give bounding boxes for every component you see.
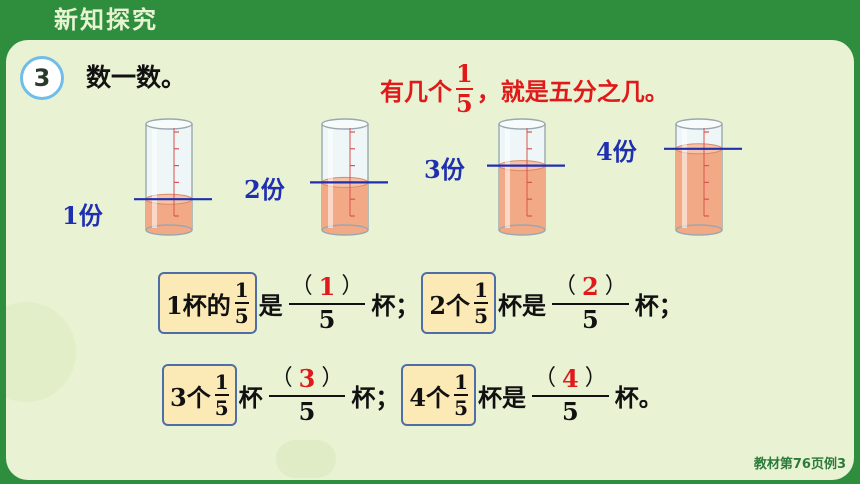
answer-denominator: 5: [298, 396, 316, 426]
glass-highlight: [682, 128, 687, 228]
equation-box: 1杯的 1 5: [158, 272, 257, 334]
answer-numerator: 4: [562, 364, 579, 394]
decorative-cloud: [276, 440, 336, 478]
equation-text: 杯是: [497, 290, 546, 320]
fraction-denominator: 5: [454, 396, 468, 420]
answer-denominator: 5: [582, 304, 599, 334]
fraction-denominator: 5: [234, 304, 249, 328]
equation-box: 2个 1 5: [421, 272, 496, 334]
equation-row-1: 1杯的 1 5 是 （ 1 ） 5 杯； 2个 1 5: [158, 268, 685, 338]
box-prefix: 4个: [409, 382, 451, 412]
glass-base: [498, 224, 546, 236]
answer-fraction: （ 3 ） 5: [268, 364, 346, 426]
fraction-bar: [551, 302, 629, 305]
equation-text: 杯；: [371, 290, 420, 320]
paren-open: （: [553, 274, 576, 300]
answer-fraction: （ 2 ） 5: [551, 272, 629, 334]
fraction-denominator: 5: [214, 396, 229, 420]
glass-base: [675, 224, 723, 236]
answer-fraction: （ 1 ） 5: [288, 272, 366, 334]
paren-open: （: [290, 274, 313, 300]
paren-close: ）: [341, 274, 364, 300]
section-title: 新知探究: [54, 6, 158, 34]
cylinder-graphic: [487, 118, 565, 236]
hint-text: 有几个 1 5 ，就是五分之几。: [380, 58, 669, 120]
instruction-text: 数一数。: [86, 63, 187, 92]
content-panel: 3 数一数。 有几个 1 5 ，就是五分之几。 1份 2份 3份 4份 1杯的 …: [6, 40, 854, 480]
equation-box: 3个 1 5: [162, 364, 237, 426]
answer-denominator: 5: [562, 396, 579, 426]
fraction-numerator: 1: [214, 370, 229, 394]
hint-fraction-denominator: 5: [456, 89, 473, 118]
paren-open: （: [270, 366, 293, 392]
equation-text: 杯: [238, 382, 263, 412]
cylinder-label-1: 1份: [62, 201, 103, 230]
hint-prefix: 有几个: [380, 77, 452, 106]
equation-text: 杯是: [477, 382, 526, 412]
paren-close: ）: [321, 366, 344, 392]
cylinder-label-2: 2份: [244, 175, 285, 204]
answer-fraction: （ 4 ） 5: [531, 364, 609, 426]
answer-numerator: 1: [318, 272, 336, 302]
cylinder-graphic: [134, 118, 212, 236]
equation-text: 是: [258, 290, 283, 320]
hint-fraction: 1 5: [456, 62, 473, 116]
glass-rim: [321, 118, 369, 130]
equation-text: 杯。: [614, 382, 663, 412]
glass-base: [145, 224, 193, 236]
fraction-bar: [474, 302, 488, 304]
glass-highlight: [152, 128, 157, 228]
box-fraction: 1 5: [454, 372, 468, 418]
textbook-reference: 教材第76页例3: [753, 457, 846, 472]
box-prefix: 1杯的: [166, 290, 231, 320]
box-prefix: 2个: [429, 290, 471, 320]
equation-row-2: 3个 1 5 杯 （ 3 ） 5 杯； 4个 1 5 杯: [162, 360, 665, 430]
fraction-numerator: 1: [474, 278, 488, 302]
paren-open: （: [533, 366, 556, 392]
paren-close: ）: [584, 366, 607, 392]
hint-fraction-numerator: 1: [456, 59, 473, 88]
fraction-numerator: 1: [454, 370, 468, 394]
fraction-bar: [234, 302, 249, 304]
box-prefix: 3个: [170, 382, 211, 412]
fraction-bar: [456, 88, 473, 90]
cylinder-graphic: [310, 118, 388, 236]
box-fraction: 1 5: [234, 278, 249, 328]
fraction-denominator: 5: [474, 304, 488, 328]
cylinder-graphic: [664, 118, 742, 236]
cylinder-label-4: 4份: [596, 137, 637, 166]
box-fraction: 1 5: [474, 280, 488, 326]
glass-rim: [498, 118, 546, 130]
paren-close: ）: [604, 274, 627, 300]
fraction-bar: [531, 394, 609, 397]
equation-text: 杯；: [634, 290, 683, 320]
fraction-bar: [288, 302, 366, 305]
answer-numerator: 3: [298, 364, 316, 394]
equation-box: 4个 1 5: [401, 364, 476, 426]
decorative-circle: [6, 302, 76, 402]
answer-numerator: 2: [582, 272, 599, 302]
cylinder-label-3: 3份: [424, 155, 465, 184]
hint-suffix: ，就是五分之几。: [476, 77, 669, 106]
fraction-bar: [214, 394, 229, 396]
glass-rim: [675, 118, 723, 130]
fraction-bar: [454, 394, 468, 396]
glass-rim: [145, 118, 193, 130]
fraction-numerator: 1: [234, 278, 249, 302]
box-fraction: 1 5: [214, 370, 229, 420]
step-number-badge: 3: [20, 56, 64, 100]
glass-highlight: [505, 128, 510, 228]
fraction-bar: [268, 394, 346, 397]
glass-base: [321, 224, 369, 236]
answer-denominator: 5: [318, 304, 336, 334]
equation-text: 杯；: [351, 382, 400, 412]
glass-highlight: [328, 128, 333, 228]
